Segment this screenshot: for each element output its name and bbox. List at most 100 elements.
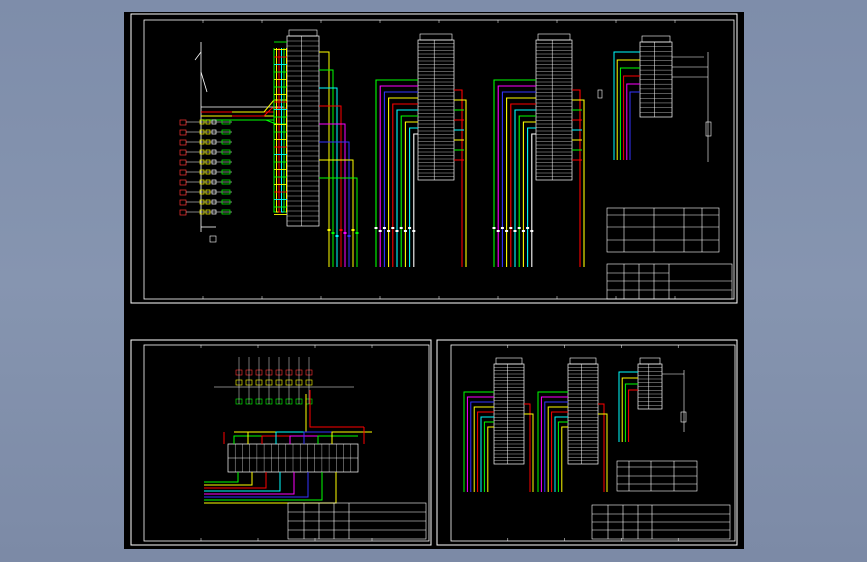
device-symbol [705,121,712,137]
breaker-symbol [179,169,187,176]
breaker-symbol [179,119,187,126]
contact-symbol [199,209,205,215]
contact-symbol [205,199,211,205]
wire [524,413,534,492]
wire-tag [521,230,525,232]
main-sheet [130,13,738,304]
wire [518,115,536,267]
wire [375,79,418,267]
drawing-svg [130,13,738,546]
strip-header [495,357,523,365]
contact-symbol [205,179,211,185]
wire-tag [339,229,343,231]
strip-header [419,33,453,41]
zone-markers [202,20,676,299]
legend-table [606,207,720,253]
wire [204,472,239,483]
wire-tag [509,227,513,229]
wire [480,416,494,492]
wire-tag [530,230,534,232]
contact-symbol [205,149,211,155]
legend-table-2 [616,460,698,492]
wire [319,159,354,267]
left-distribution [179,42,284,243]
contact-symbol [205,169,211,175]
wire-tag [347,235,351,237]
wire [204,472,267,489]
wire [319,177,358,267]
wire [388,97,418,267]
title-block [606,263,733,300]
wire [289,435,330,444]
contact-symbol [211,209,217,215]
relay-symbol [221,119,231,125]
contact-symbol [205,129,211,135]
wire [233,435,274,444]
wire [383,91,418,267]
contact-symbol [205,209,211,215]
wire [544,401,568,492]
device-symbol [597,89,603,99]
lower-left-sheet [130,339,432,546]
wire [618,371,638,442]
relay-symbol [221,179,231,185]
wire [204,472,295,495]
terminal-strip-6 [537,357,608,492]
lower-right-sheet [436,339,738,546]
wire [547,406,568,492]
contact-symbol [211,189,217,195]
strip-header [569,357,597,365]
wire [400,115,418,267]
contact-symbol [205,139,211,145]
contact-symbol [199,139,205,145]
wire [303,431,344,444]
terminal-strip-4 [597,35,712,162]
wire [598,403,605,492]
wire [506,97,536,267]
wire [204,472,253,486]
contact-symbol [199,119,205,125]
breaker-row [214,357,364,433]
wire [204,472,281,492]
wire-tag [391,227,395,229]
contact-symbol [199,149,205,155]
relay-symbol [221,129,231,135]
contact-symbol [199,159,205,165]
wire [621,377,638,442]
wire [477,411,494,492]
wire [261,435,302,444]
wire [613,51,640,160]
wire-tag [500,227,504,229]
wire [247,431,288,444]
drawing-canvas[interactable] [124,12,744,549]
wire [487,426,494,492]
contact-symbol [199,199,205,205]
wire-tag [331,232,335,234]
wire [572,89,581,267]
wire [319,51,330,267]
title-block-3 [591,504,731,540]
wire-tag [382,227,386,229]
wire [598,413,608,492]
wire [572,99,585,267]
wire [624,383,638,442]
wire [273,48,287,213]
drawing-frame [143,19,735,300]
wire-tag [399,227,403,229]
wire [629,91,640,160]
wire-tag [395,230,399,232]
wire [232,99,287,113]
wire-tag [408,227,412,229]
wire [286,48,287,213]
wire [454,99,467,267]
title-block-2 [287,502,427,540]
wire [379,85,418,267]
contact-symbol [211,179,217,185]
wire-tag [335,235,339,237]
wire-tag [492,227,496,229]
wire [537,391,568,492]
contact-symbol [211,139,217,145]
wire [619,67,640,160]
wire-tag [327,229,331,231]
wire [473,406,494,492]
